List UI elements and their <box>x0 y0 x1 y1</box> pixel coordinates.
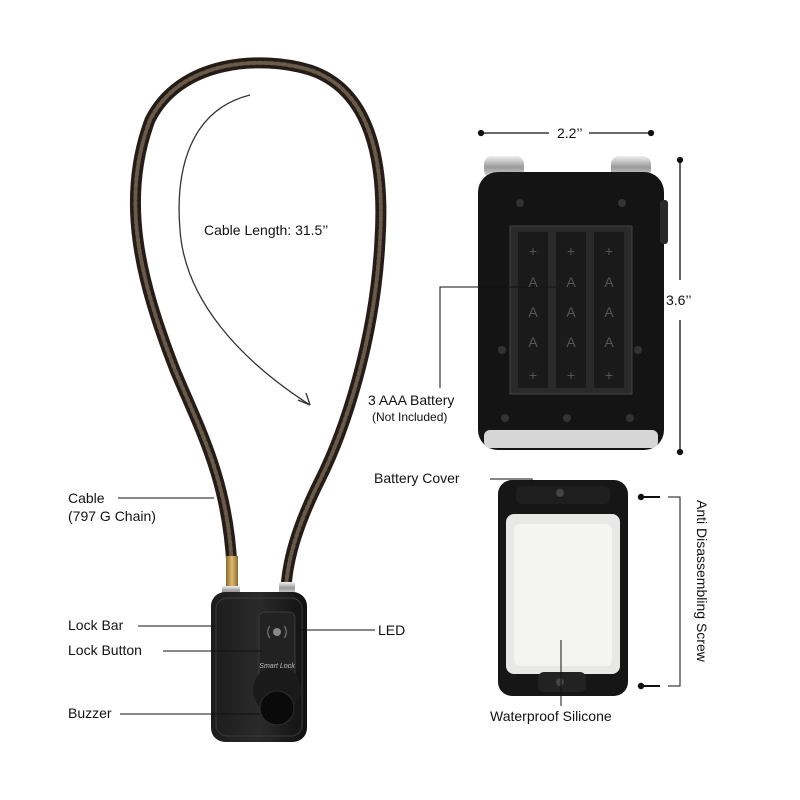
small-lock <box>211 592 307 742</box>
cable-note-label: (797 G Chain) <box>68 508 156 524</box>
battery-a-mark: A <box>604 274 614 290</box>
battery-markings: +AAA++AAA++AAA+ <box>528 243 614 383</box>
battery-label: 3 AAA Battery <box>368 392 455 408</box>
lock-button-label: Lock Button <box>68 642 142 658</box>
waterproof-label: Waterproof Silicone <box>490 708 612 724</box>
battery-a-mark: A <box>528 304 538 320</box>
screw-icons <box>637 493 660 690</box>
anti-screw-label: Anti Disassembling Screw <box>694 500 710 662</box>
battery-a-mark: A <box>566 334 576 350</box>
battery-plus-mark: + <box>529 367 537 383</box>
battery-leader <box>439 286 556 388</box>
battery-plus-mark: + <box>605 243 613 259</box>
battery-a-mark: A <box>604 304 614 320</box>
battery-cover <box>498 480 628 696</box>
battery-note-label: (Not Included) <box>372 410 448 424</box>
battery-a-mark: A <box>528 334 538 350</box>
width-dimension <box>477 129 655 137</box>
height-dimension <box>676 156 684 456</box>
height-label: 3.6’’ <box>664 292 694 309</box>
battery-a-mark: A <box>604 334 614 350</box>
battery-cover-label: Battery Cover <box>374 470 460 486</box>
device-brand-text: Smart Lock <box>259 663 295 670</box>
battery-a-mark: A <box>528 274 538 290</box>
cable-length-arrow <box>178 94 311 406</box>
screw-bracket <box>668 496 681 687</box>
battery-plus-mark: + <box>567 367 575 383</box>
battery-compartment-lock <box>478 156 668 450</box>
cable-label: Cable <box>68 490 105 506</box>
width-label: 2.2’’ <box>557 125 583 141</box>
cable-loop <box>129 57 387 594</box>
battery-plus-mark: + <box>567 243 575 259</box>
buzzer-label: Buzzer <box>68 705 112 721</box>
cable-length-label: Cable Length: 31.5’’ <box>204 222 329 238</box>
battery-plus-mark: + <box>529 243 537 259</box>
brass-ferrule <box>226 556 238 590</box>
battery-plus-mark: + <box>605 367 613 383</box>
lock-bar-label: Lock Bar <box>68 617 124 633</box>
lock-bar-tip <box>279 582 295 594</box>
battery-a-mark: A <box>566 304 576 320</box>
battery-cover-leader <box>490 478 533 484</box>
led-label: LED <box>378 622 406 638</box>
battery-a-mark: A <box>566 274 576 290</box>
